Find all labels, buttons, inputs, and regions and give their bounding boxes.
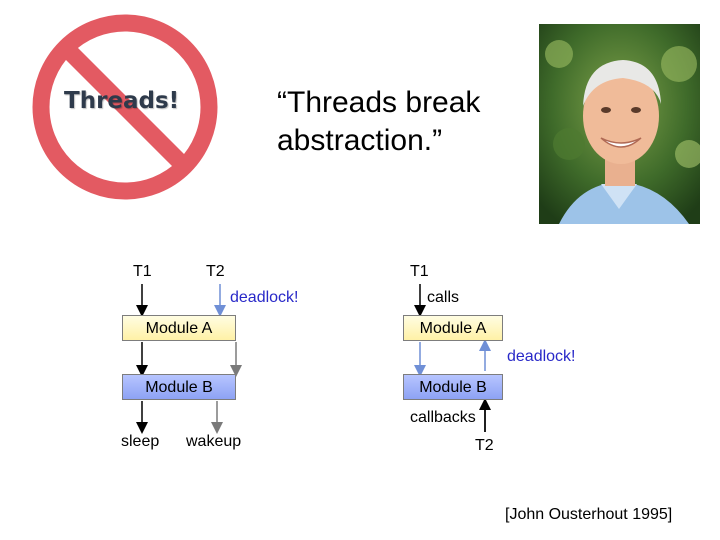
citation: [John Ousterhout 1995] (505, 506, 673, 523)
right-module-a-box: Module A (403, 315, 503, 341)
no-threads-sign-icon (32, 14, 218, 200)
left-sleep-label: sleep (121, 433, 160, 450)
right-t2-label: T2 (475, 437, 494, 454)
left-t2-label: T2 (206, 263, 225, 280)
left-wakeup-label: wakeup (186, 433, 242, 450)
right-calls-label: calls (427, 289, 460, 306)
left-t1-label: T1 (133, 263, 152, 280)
quote-text: “Threads break abstraction.” (277, 86, 481, 157)
right-module-b-box: Module B (403, 374, 503, 400)
right-t1-label: T1 (410, 263, 429, 280)
right-deadlock-label: deadlock! (507, 348, 576, 365)
no-threads-label: Threads! (64, 88, 180, 114)
right-callbacks-label: callbacks (410, 409, 476, 426)
left-deadlock-label: deadlock! (230, 289, 299, 306)
left-module-b-box: Module B (122, 374, 236, 400)
left-module-a-box: Module A (122, 315, 236, 341)
portrait-photo (539, 24, 700, 224)
